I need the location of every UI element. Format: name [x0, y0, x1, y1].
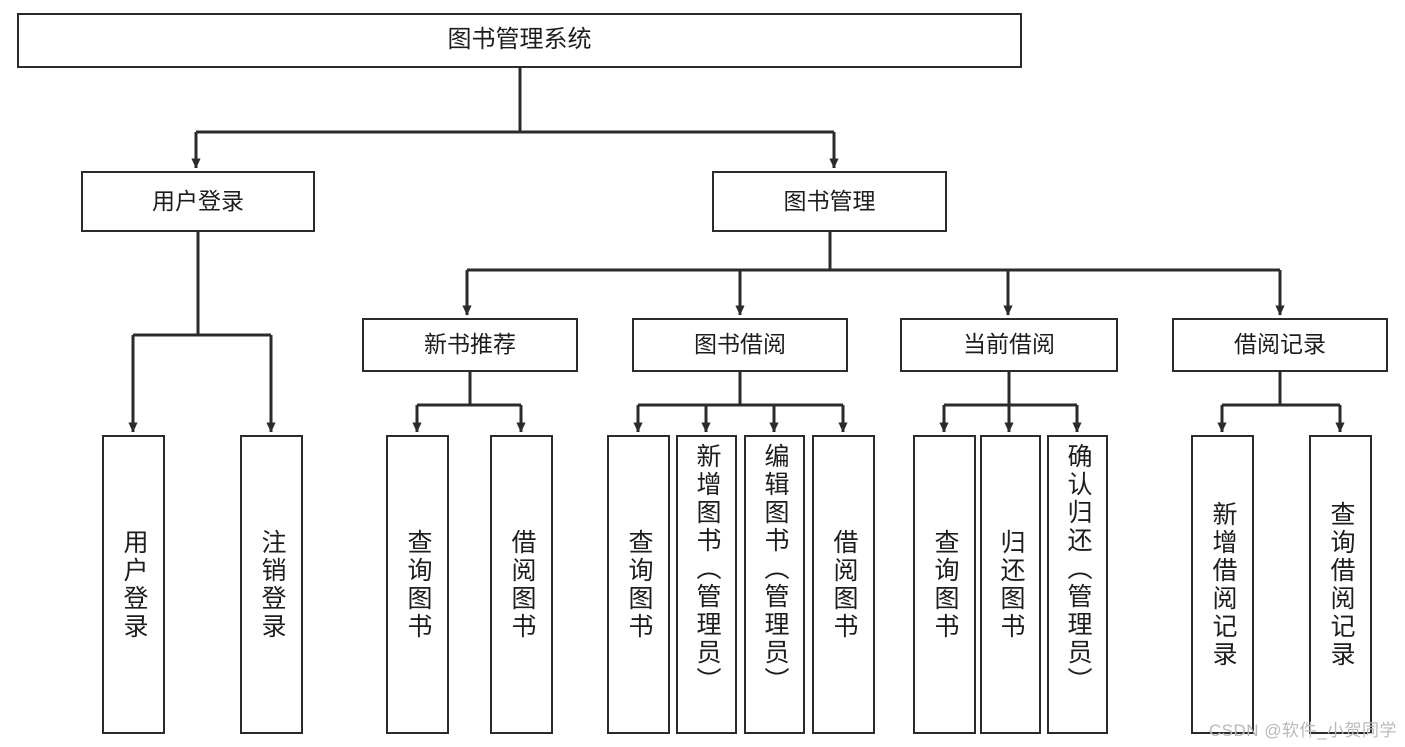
- node-label: 注销登录: [258, 528, 286, 641]
- node-label: 新增图书（管理员）: [693, 443, 721, 695]
- csdn-watermark: CSDN @软件_小贺同学: [1208, 721, 1397, 740]
- leaf-record-add-record[interactable]: 新增借阅记录: [1191, 435, 1254, 734]
- node-label: 图书管理: [783, 187, 876, 214]
- node-borrow-record[interactable]: 借阅记录: [1172, 318, 1388, 372]
- node-book-management[interactable]: 图书管理: [712, 171, 947, 232]
- node-label: 图书管理系统: [447, 26, 592, 54]
- leaf-user-login-signout[interactable]: 注销登录: [240, 435, 303, 734]
- leaf-current-confirm-return-admin[interactable]: 确认归还（管理员）: [1047, 435, 1108, 734]
- node-label: 当前借阅: [963, 331, 1055, 358]
- node-label: 新增借阅记录: [1209, 500, 1237, 669]
- node-root-library-system[interactable]: 图书管理系统: [17, 13, 1022, 68]
- node-user-login[interactable]: 用户登录: [81, 171, 315, 232]
- leaf-current-return-book[interactable]: 归还图书: [980, 435, 1041, 734]
- node-label: 用户登录: [152, 187, 244, 214]
- node-label: 查询图书: [404, 528, 432, 641]
- node-label: 查询图书: [625, 528, 653, 641]
- leaf-borrow-borrow-book[interactable]: 借阅图书: [812, 435, 875, 734]
- leaf-current-query-book[interactable]: 查询图书: [913, 435, 976, 734]
- node-label: 查询图书: [931, 528, 959, 641]
- node-label: 归还图书: [997, 528, 1025, 641]
- node-label: 新书推荐: [424, 331, 516, 358]
- node-label: 借阅记录: [1234, 331, 1326, 358]
- leaf-record-query-record[interactable]: 查询借阅记录: [1309, 435, 1372, 734]
- node-label: 编辑图书（管理员）: [761, 443, 789, 695]
- node-book-borrow[interactable]: 图书借阅: [632, 318, 848, 372]
- leaf-user-login-signin[interactable]: 用户登录: [102, 435, 165, 734]
- leaf-borrow-edit-book-admin[interactable]: 编辑图书（管理员）: [744, 435, 805, 734]
- node-label: 借阅图书: [830, 528, 858, 641]
- node-label: 图书借阅: [694, 331, 786, 358]
- node-label: 查询借阅记录: [1327, 500, 1355, 669]
- node-label: 用户登录: [120, 528, 148, 641]
- leaf-borrow-query-book[interactable]: 查询图书: [607, 435, 670, 734]
- node-label: 确认归还（管理员）: [1064, 443, 1092, 695]
- leaf-recommend-query-book[interactable]: 查询图书: [386, 435, 449, 734]
- leaf-borrow-add-book-admin[interactable]: 新增图书（管理员）: [676, 435, 737, 734]
- leaf-recommend-borrow-book[interactable]: 借阅图书: [490, 435, 553, 734]
- node-new-book-recommend[interactable]: 新书推荐: [362, 318, 578, 372]
- node-current-borrow[interactable]: 当前借阅: [900, 318, 1118, 372]
- node-label: 借阅图书: [508, 528, 536, 641]
